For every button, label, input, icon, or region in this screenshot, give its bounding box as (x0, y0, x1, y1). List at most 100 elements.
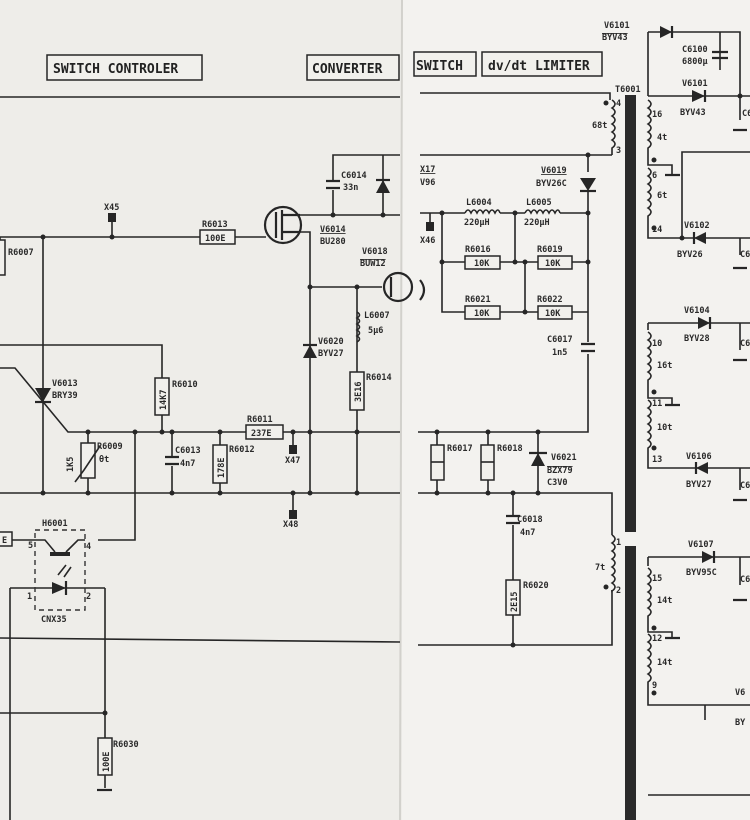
pin: 1 (616, 538, 621, 548)
pin: 2 (86, 592, 91, 602)
label: T6001 (615, 85, 641, 95)
label: R6020 (523, 581, 549, 591)
value: 237E (251, 429, 271, 439)
value: 14t (657, 658, 672, 668)
pin: 4 (86, 542, 91, 552)
value: 7t (595, 563, 605, 573)
junction-dots (40, 212, 386, 716)
label: V6014 (320, 225, 346, 235)
resistor-r6014: 3E16 R6014 (349, 371, 392, 411)
label: V6101 (682, 79, 708, 89)
label: L6007 (364, 311, 390, 321)
right-junction-dots (434, 152, 591, 648)
diode-v6106: V6106 BYV27 (686, 452, 712, 490)
capacitor-c6017: C6017 1n5 (547, 335, 595, 358)
value: 5µ6 (368, 326, 383, 336)
label: R6014 (366, 373, 392, 383)
label: R6012 (229, 445, 255, 455)
label: C6 (740, 575, 750, 585)
pin: 3 (616, 146, 621, 156)
label: X46 (420, 236, 435, 246)
label: X45 (104, 203, 119, 213)
value: 220µH (464, 218, 490, 228)
value: BYV26 (677, 250, 703, 260)
diode-top (376, 178, 390, 193)
value: 4n7 (180, 459, 195, 469)
capacitor-c6013: C6013 4n7 (165, 446, 201, 469)
label: V6107 (688, 540, 714, 550)
label: X47 (285, 456, 300, 466)
label: L6004 (466, 198, 492, 208)
title-text: SWITCH CONTROLER (53, 62, 178, 77)
value: C3V0 (547, 478, 567, 488)
label: R6019 (537, 245, 563, 255)
label: V6020 (318, 337, 344, 347)
resistor-r6022: R6022 10K (537, 295, 573, 320)
resistor-r6011: R6011 237E (245, 415, 284, 440)
value: BUW12 (360, 259, 386, 269)
label: R6013 (202, 220, 228, 230)
thyristor-v6013: V6013 BRY39 (35, 379, 78, 404)
diode-v6019: V6019 BYV26C (536, 166, 596, 193)
pin: 2 (616, 586, 621, 596)
inductor-l6005: L6005 220µH (524, 198, 561, 228)
capacitor-c6014: C6014 33n (326, 171, 367, 193)
resistor-r6016: R6016 10K (464, 245, 501, 270)
value: 6t (657, 191, 667, 201)
pin: 16 (652, 110, 662, 120)
optocoupler-h6001: H6001 5 4 1 2 CNX35 (27, 519, 91, 625)
value: 10t (657, 423, 672, 433)
diode-v6020: V6020 BYV27 (303, 337, 344, 359)
label: C61 (742, 109, 750, 119)
value: BYV43 (680, 108, 706, 118)
resistor-r6019: R6019 10K (537, 245, 573, 270)
label: R6007 (8, 248, 34, 258)
resistor-r6018: R6018 (480, 444, 523, 481)
label: R6016 (465, 245, 491, 255)
value: 4n7 (520, 528, 535, 538)
value: BYV95C (686, 568, 717, 578)
mosfet-v6014: V6014 BU280 (263, 205, 346, 247)
test-point-x48: X48 (283, 510, 298, 530)
zener-v6021: V6021 BZX79 C3V0 (529, 451, 577, 488)
title-text: SWITCH (416, 59, 463, 74)
label: R6030 (113, 740, 139, 750)
label: X17 (420, 165, 435, 175)
resistor-r6007: R6007 (0, 239, 34, 276)
label: C6018 (517, 515, 543, 525)
label: R6021 (465, 295, 491, 305)
right-sheet (402, 0, 750, 820)
label: V6104 (684, 306, 710, 316)
pin: 5 (28, 541, 33, 551)
capacitor-c6100: C6100 6800µ (682, 32, 728, 70)
title-dvdt-limiter: dv/dt LIMITER (481, 51, 603, 77)
value: BYV26C (536, 179, 567, 189)
resistor-r6010: 14K7 R6010 (154, 377, 198, 416)
diode-v6101: V6101 BYV43 (680, 79, 708, 118)
pin: 14 (652, 225, 662, 235)
value: 33n (343, 183, 358, 193)
value: 6800µ (682, 57, 708, 67)
resistor-r6012: 178E R6012 (212, 444, 255, 484)
label: V6101 (604, 21, 630, 31)
resistor-r6020: 2E15 R6020 (505, 579, 549, 616)
transistor-v6018: V6018 BUW12 (360, 247, 414, 303)
pin: 13 (652, 455, 662, 465)
value: BY (735, 718, 746, 728)
title-switch-controler: SWITCH CONTROLER (46, 54, 203, 81)
sheet-seam (399, 0, 403, 820)
inductor-l6004: L6004 220µH (464, 198, 501, 228)
value: 1K5 (66, 457, 76, 472)
value: BYV43 (602, 33, 628, 43)
value: θt (99, 455, 109, 465)
resistor-r6030: 100E R6030 (97, 737, 139, 792)
pin: 15 (652, 574, 662, 584)
resistor-r6021: R6021 10K (464, 295, 501, 320)
label: C6013 (175, 446, 201, 456)
diode-v6101-top: V6101 BYV43 (602, 21, 674, 43)
label: L6005 (526, 198, 552, 208)
resistor-r6017: R6017 (430, 444, 473, 481)
value: 16t (657, 361, 672, 371)
